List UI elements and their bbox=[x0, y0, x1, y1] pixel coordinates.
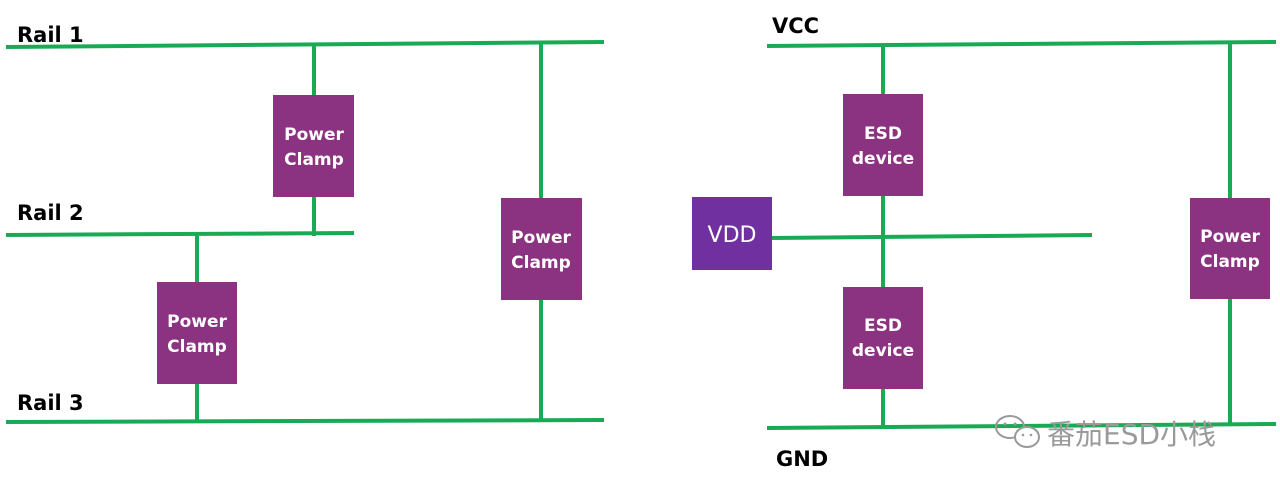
left-circuit: Rail 1 Rail 2 Rail 3 Power Clamp Power C… bbox=[5, 23, 605, 424]
rail-3-line bbox=[5, 418, 605, 424]
gnd-rail-line bbox=[766, 422, 1277, 430]
rail-3-label: Rail 3 bbox=[17, 391, 84, 415]
rail-1-label: Rail 1 bbox=[17, 23, 84, 47]
rail-2-line bbox=[5, 231, 355, 237]
power-clamp-rail1-rail2: Power Clamp bbox=[273, 95, 354, 197]
esd-device-label-line1: ESD bbox=[864, 316, 902, 336]
vdd-box bbox=[692, 197, 772, 270]
power-clamp-box bbox=[501, 198, 582, 300]
watermark-text: 番茄ESD小栈 bbox=[1047, 418, 1216, 451]
vcc-label: VCC bbox=[772, 14, 819, 38]
gnd-label: GND bbox=[776, 447, 828, 471]
esd-device-lower: ESD device bbox=[843, 287, 923, 389]
vdd-line bbox=[771, 233, 1093, 240]
rail-1-line bbox=[5, 40, 605, 49]
vdd-label: VDD bbox=[708, 223, 757, 248]
power-clamp-vcc-gnd: Power Clamp bbox=[1190, 198, 1270, 299]
esd-device-label-line2: device bbox=[852, 341, 914, 361]
power-clamp-box bbox=[1190, 198, 1270, 299]
wechat-icon bbox=[995, 415, 1040, 448]
esd-device-upper: ESD device bbox=[843, 94, 923, 196]
power-clamp-label-line1: Power bbox=[284, 125, 344, 145]
vcc-rail-line bbox=[766, 40, 1277, 48]
esd-device-box bbox=[843, 287, 923, 389]
power-clamp-label-line1: Power bbox=[1200, 227, 1260, 247]
power-clamp-label-line2: Clamp bbox=[167, 337, 227, 357]
power-clamp-rail1-rail3: Power Clamp bbox=[501, 198, 582, 300]
watermark: 番茄ESD小栈 bbox=[995, 415, 1216, 451]
power-clamp-label-line2: Clamp bbox=[511, 253, 571, 273]
rail-2-label: Rail 2 bbox=[17, 201, 84, 225]
power-clamp-label-line2: Clamp bbox=[284, 150, 344, 170]
esd-device-label-line1: ESD bbox=[864, 124, 902, 144]
power-clamp-rail2-rail3: Power Clamp bbox=[157, 282, 237, 384]
esd-device-label-line2: device bbox=[852, 149, 914, 169]
vdd-source: VDD bbox=[692, 197, 772, 270]
power-clamp-label-line2: Clamp bbox=[1200, 252, 1260, 272]
right-circuit: VCC GND VDD ESD device ESD device Power … bbox=[692, 14, 1277, 471]
power-clamp-label-line1: Power bbox=[167, 312, 227, 332]
esd-device-box bbox=[843, 94, 923, 196]
power-clamp-box bbox=[273, 95, 354, 197]
power-clamp-label-line1: Power bbox=[511, 228, 571, 248]
power-clamp-box bbox=[157, 282, 237, 384]
